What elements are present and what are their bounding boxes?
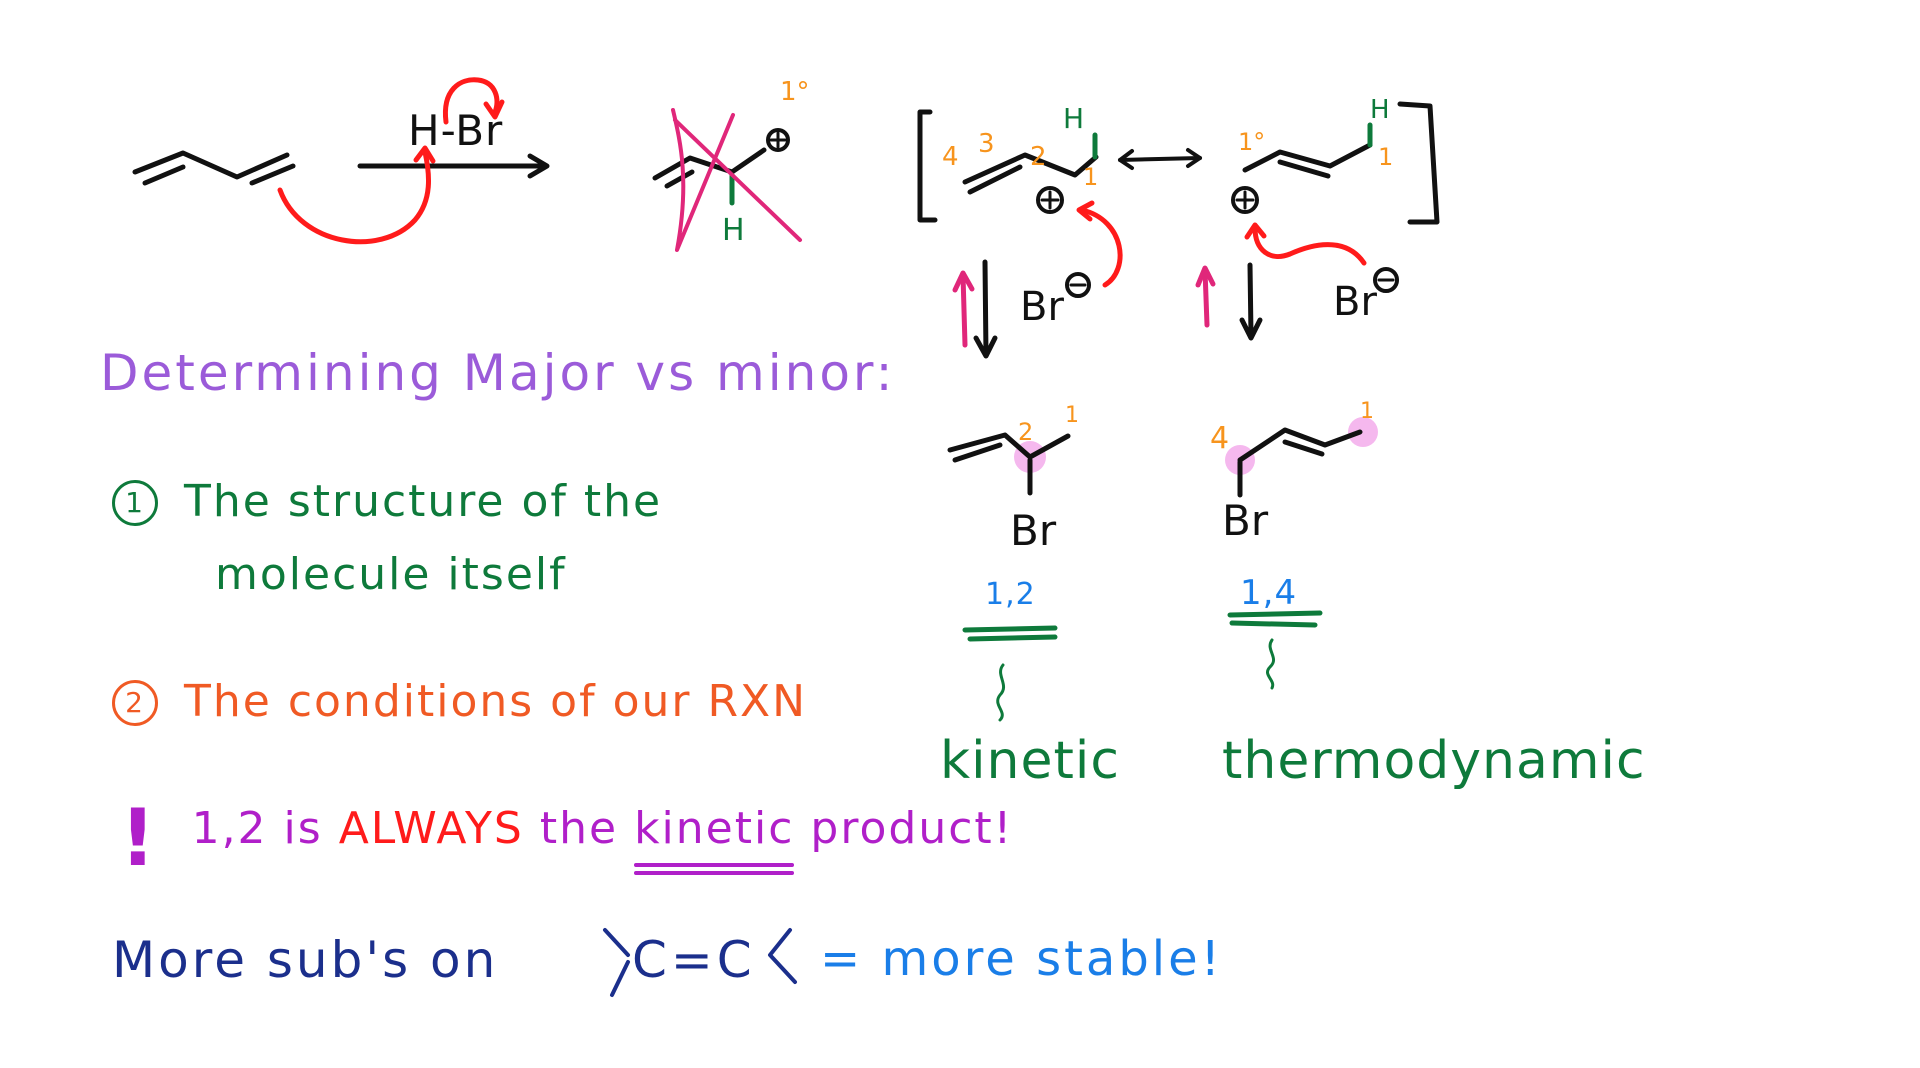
rejected-primary-label: 1° [780,77,810,107]
bromide-symbol-right: Br [1333,279,1377,325]
res-right-primary-label: 1° [1238,128,1265,156]
factor-1-line-2: molecule itself [215,549,567,600]
attack-arrow-1-2 [1079,207,1123,288]
rule-text-the: the [539,803,619,854]
p12-Br: Br [1010,506,1057,555]
equilibrium-arrows-right [1195,262,1263,341]
p12-num-1: 1 [1065,403,1079,428]
resonance-arrow [1118,156,1202,162]
kinetic-label: kinetic [940,731,1120,791]
p14-num-4: 4 [1210,421,1229,456]
tetrasubstituted-alkene-drawing [603,928,797,997]
thermodynamic-label: thermodynamic [1222,731,1646,791]
attack-arrow-1-4 [1252,225,1367,266]
bromide-symbol-left: Br [1020,284,1064,330]
res-left-H: H [1063,102,1084,135]
res-right-H: H [1370,95,1390,125]
kinetic-underlined: kinetic [634,803,795,867]
kinetic-rule-statement: !1,2 is ALWAYS the kinetic product! [120,800,1013,878]
product-1-4-label: 1,4 [1240,573,1298,613]
allyl-cation-right [1231,122,1373,214]
reagent-label: H-Br [408,106,504,155]
curved-arrow-pi-to-H [277,149,431,245]
p14-Br: Br [1222,496,1269,545]
exclamation-icon: ! [120,794,158,884]
res-left-num-1: 1 [1083,163,1098,191]
stability-rule-start: More sub's on [112,931,499,989]
rejected-carbocation [652,108,802,252]
product-1-2-label: 1,2 [985,577,1036,612]
rule-text-pre: 1,2 is [191,803,323,854]
p12-num-2: 2 [1018,418,1033,446]
alkene-inline: C=C [632,931,756,989]
right-bracket [1397,101,1440,225]
rule-text-post: product! [810,803,1014,854]
factor-2-text: The conditions of our RXN [184,676,808,727]
always-emphasis: ALWAYS [338,803,524,854]
equilibrium-arrows-left [952,259,998,359]
factor-1-text: The structure of the [184,476,663,527]
stability-rule-end: = more stable! [820,931,1223,987]
allyl-cation-left [962,132,1099,214]
product-1-2-structure [947,432,1071,722]
butadiene-structure [132,150,296,186]
bromide-ion-right [1373,267,1399,293]
res-right-num-1: 1 [1378,143,1393,171]
number-1-circle-icon: 1 [112,480,158,526]
number-2-circle-icon: 2 [112,680,158,726]
rejected-H-label: H [722,213,745,248]
left-bracket [917,109,938,223]
curved-arrow-HBr-bond [442,77,500,125]
product-1-4-structure [1225,417,1378,690]
res-left-num-2: 2 [1030,142,1047,172]
res-left-num-4: 4 [942,142,959,172]
res-left-num-3: 3 [978,129,995,159]
p14-num-1: 1 [1360,399,1374,424]
bromide-ion-left [1065,272,1091,298]
section-heading: Determining Major vs minor: [100,344,896,402]
